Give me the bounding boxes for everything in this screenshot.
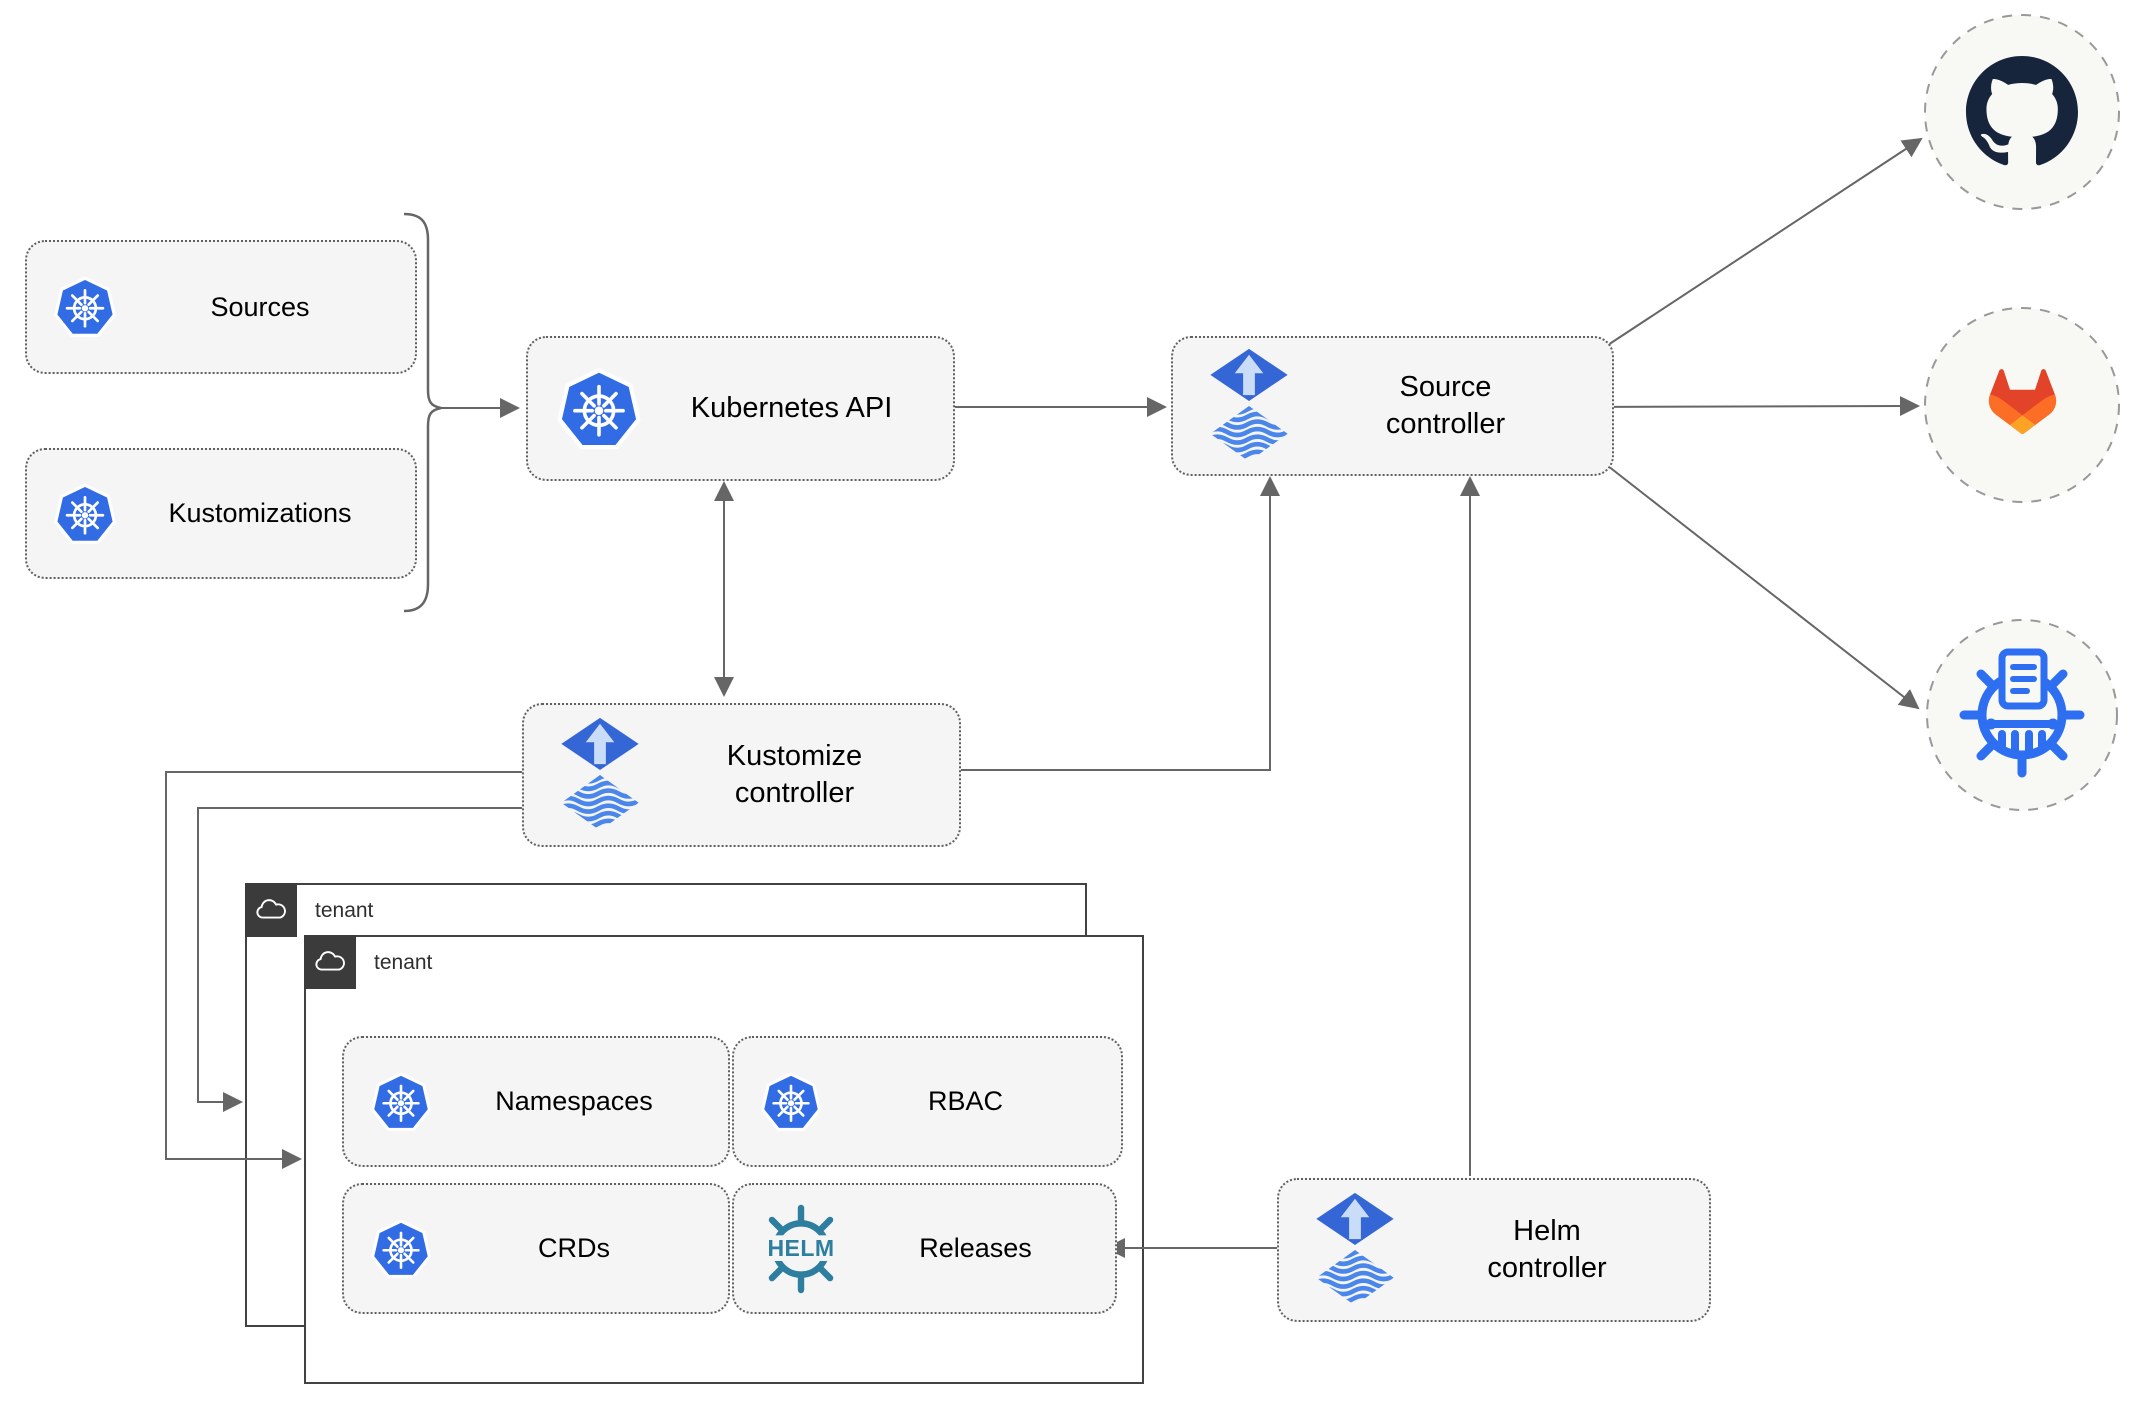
node-source-controller: Source controller <box>1171 336 1614 476</box>
kubernetes-icon <box>760 1071 822 1133</box>
external-github <box>1924 14 2120 210</box>
node-releases: Releases <box>732 1183 1117 1314</box>
node-label: Namespaces <box>495 1086 653 1117</box>
node-label: Kustomizations <box>168 498 352 529</box>
harbor-registry-icon <box>1959 648 2085 778</box>
tenant-label: tenant <box>315 899 374 922</box>
node-rbac: RBAC <box>732 1036 1123 1167</box>
edge-source-to-github <box>1575 137 1923 367</box>
flux-icon <box>1207 347 1291 465</box>
kubernetes-icon <box>53 482 117 546</box>
node-label: Kubernetes API <box>690 391 893 424</box>
node-kustomize-controller: Kustomize controller <box>522 703 961 847</box>
kubernetes-icon <box>370 1071 432 1133</box>
cloud-icon <box>313 950 347 975</box>
kubernetes-icon <box>53 275 117 339</box>
cloud-badge <box>304 935 356 989</box>
helm-icon <box>754 1202 848 1296</box>
node-label: Kustomize controller <box>726 739 863 809</box>
node-namespaces: Namespaces <box>342 1036 730 1167</box>
node-helm-controller: Helm controller <box>1277 1178 1711 1322</box>
flux-icon <box>558 716 642 834</box>
node-kustomizations: Kustomizations <box>25 448 417 579</box>
node-label: RBAC <box>927 1086 1003 1117</box>
external-gitlab <box>1924 307 2120 503</box>
tenant-label: tenant <box>374 951 433 974</box>
edge-source-to-gitlab <box>1575 396 1920 417</box>
gitlab-icon <box>1988 369 2057 434</box>
cloud-icon <box>254 898 288 923</box>
node-label: Releases <box>919 1233 1032 1264</box>
node-label: CRDs <box>538 1233 610 1264</box>
node-label: Helm controller <box>1487 1214 1607 1284</box>
node-sources: Sources <box>25 240 417 374</box>
node-kubernetes-api: Kubernetes API <box>526 336 955 481</box>
external-harbor <box>1926 619 2118 811</box>
cloud-badge <box>245 883 297 937</box>
edge-source-to-harbor <box>1575 440 1920 710</box>
node-label: Source controller <box>1385 370 1506 440</box>
edge-kustomize-to-source <box>923 476 1280 771</box>
flux-icon <box>1313 1191 1397 1309</box>
node-label: Sources <box>210 291 310 322</box>
kubernetes-icon <box>370 1218 432 1280</box>
node-crds: CRDs <box>342 1183 730 1314</box>
github-icon <box>1966 56 2078 166</box>
kubernetes-icon <box>556 366 642 452</box>
